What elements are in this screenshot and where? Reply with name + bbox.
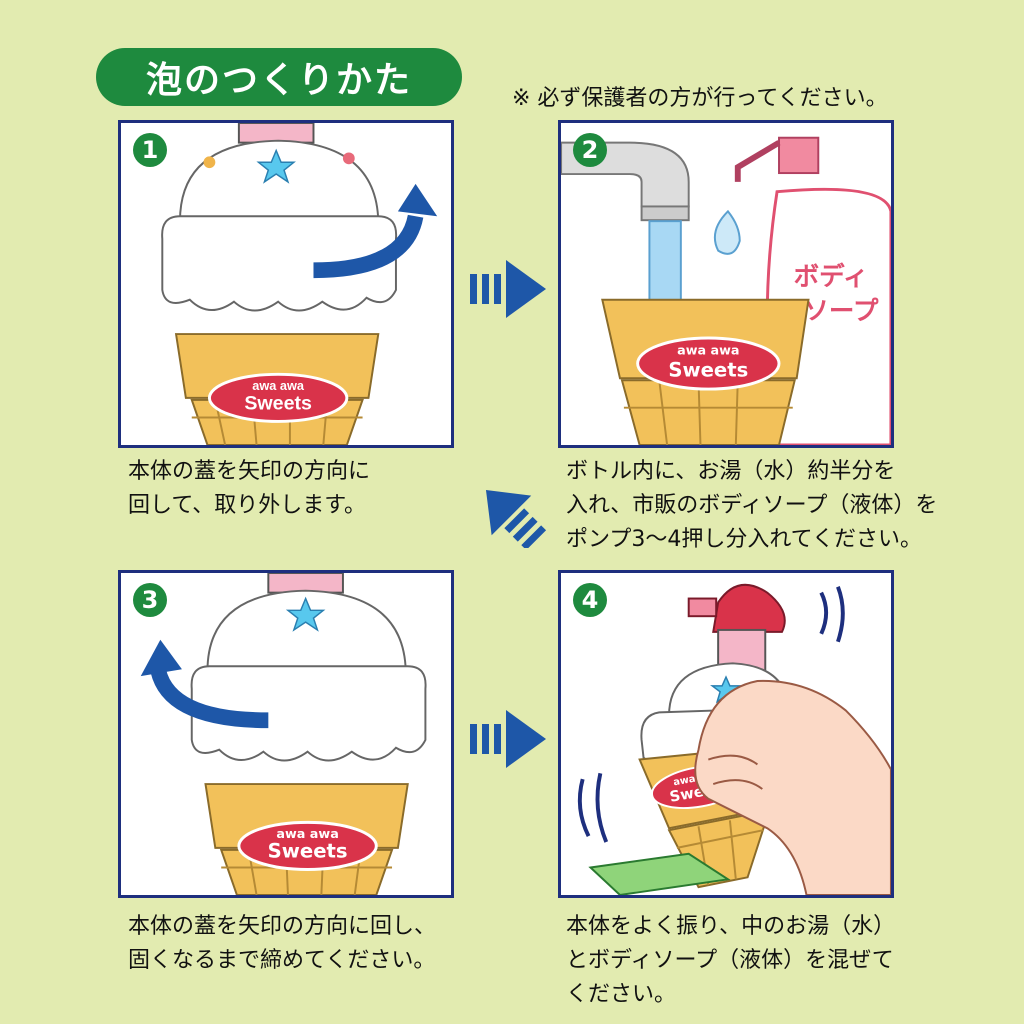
bottle-label-line2: ソープ xyxy=(803,296,878,326)
brand-line1: awa awa xyxy=(252,378,305,393)
brand-line2: Sweets xyxy=(244,393,312,415)
step-1-number: 1 xyxy=(133,133,167,167)
step-3-caption: 本体の蓋を矢印の方向に回し、 固くなるまで締めてください。 xyxy=(128,914,437,973)
step-4-caption: 本体をよく振り、中のお湯（水） とボディソープ（液体）を混ぜて ください。 xyxy=(566,914,896,1007)
brand-line1: awa awa xyxy=(677,344,739,359)
star-icon xyxy=(285,596,326,632)
next-step-arrow-icon xyxy=(470,260,546,318)
brand-line2: Sweets xyxy=(268,840,348,863)
step-4-illustration: awa awa Sweets xyxy=(577,583,891,895)
rotate-arrow-icon xyxy=(150,668,269,729)
step-4-number: 4 xyxy=(573,583,607,617)
brand-line1: awa awa xyxy=(276,827,338,842)
step-3-panel: 3 awa awa Sweets xyxy=(118,570,454,898)
page-title: 泡のつくりかた xyxy=(145,60,412,101)
step-1-panel: 1 awa awa Sweets xyxy=(118,120,454,448)
shake-lines-icon xyxy=(819,586,845,643)
droplet-icon xyxy=(713,209,741,255)
step-2-caption: ボトル内に、お湯（水）約半分を 入れ、市販のボディソープ（液体）を ポンプ3〜4… xyxy=(566,459,938,552)
star-icon xyxy=(256,148,296,184)
step-3-number: 3 xyxy=(133,583,167,617)
title-banner: 泡のつくりかた xyxy=(96,48,462,106)
bottle-label-line1: ボディ xyxy=(794,262,869,292)
next-step-arrow-icon xyxy=(470,710,546,768)
step-2-illustration: ボディ ソープ awa awa Sweets xyxy=(561,136,891,445)
parental-notice: ※ 必ず保護者の方が行ってください。 xyxy=(512,86,888,111)
rotate-arrow-icon xyxy=(313,214,424,279)
step-3-illustration: awa awa Sweets xyxy=(140,573,427,895)
step-2-number: 2 xyxy=(573,133,607,167)
step-2-panel: 2 ボディ ソープ awa awa Sweets xyxy=(558,120,894,448)
step-1-illustration: awa awa Sweets xyxy=(161,123,438,445)
brand-line2: Sweets xyxy=(668,358,748,381)
step-4-panel: 4 awa awa Sweets xyxy=(558,570,894,898)
hand-icon xyxy=(694,679,891,895)
step-1-caption: 本体の蓋を矢印の方向に 回して、取り外します。 xyxy=(128,459,371,518)
down-left-arrow-icon xyxy=(485,489,547,548)
